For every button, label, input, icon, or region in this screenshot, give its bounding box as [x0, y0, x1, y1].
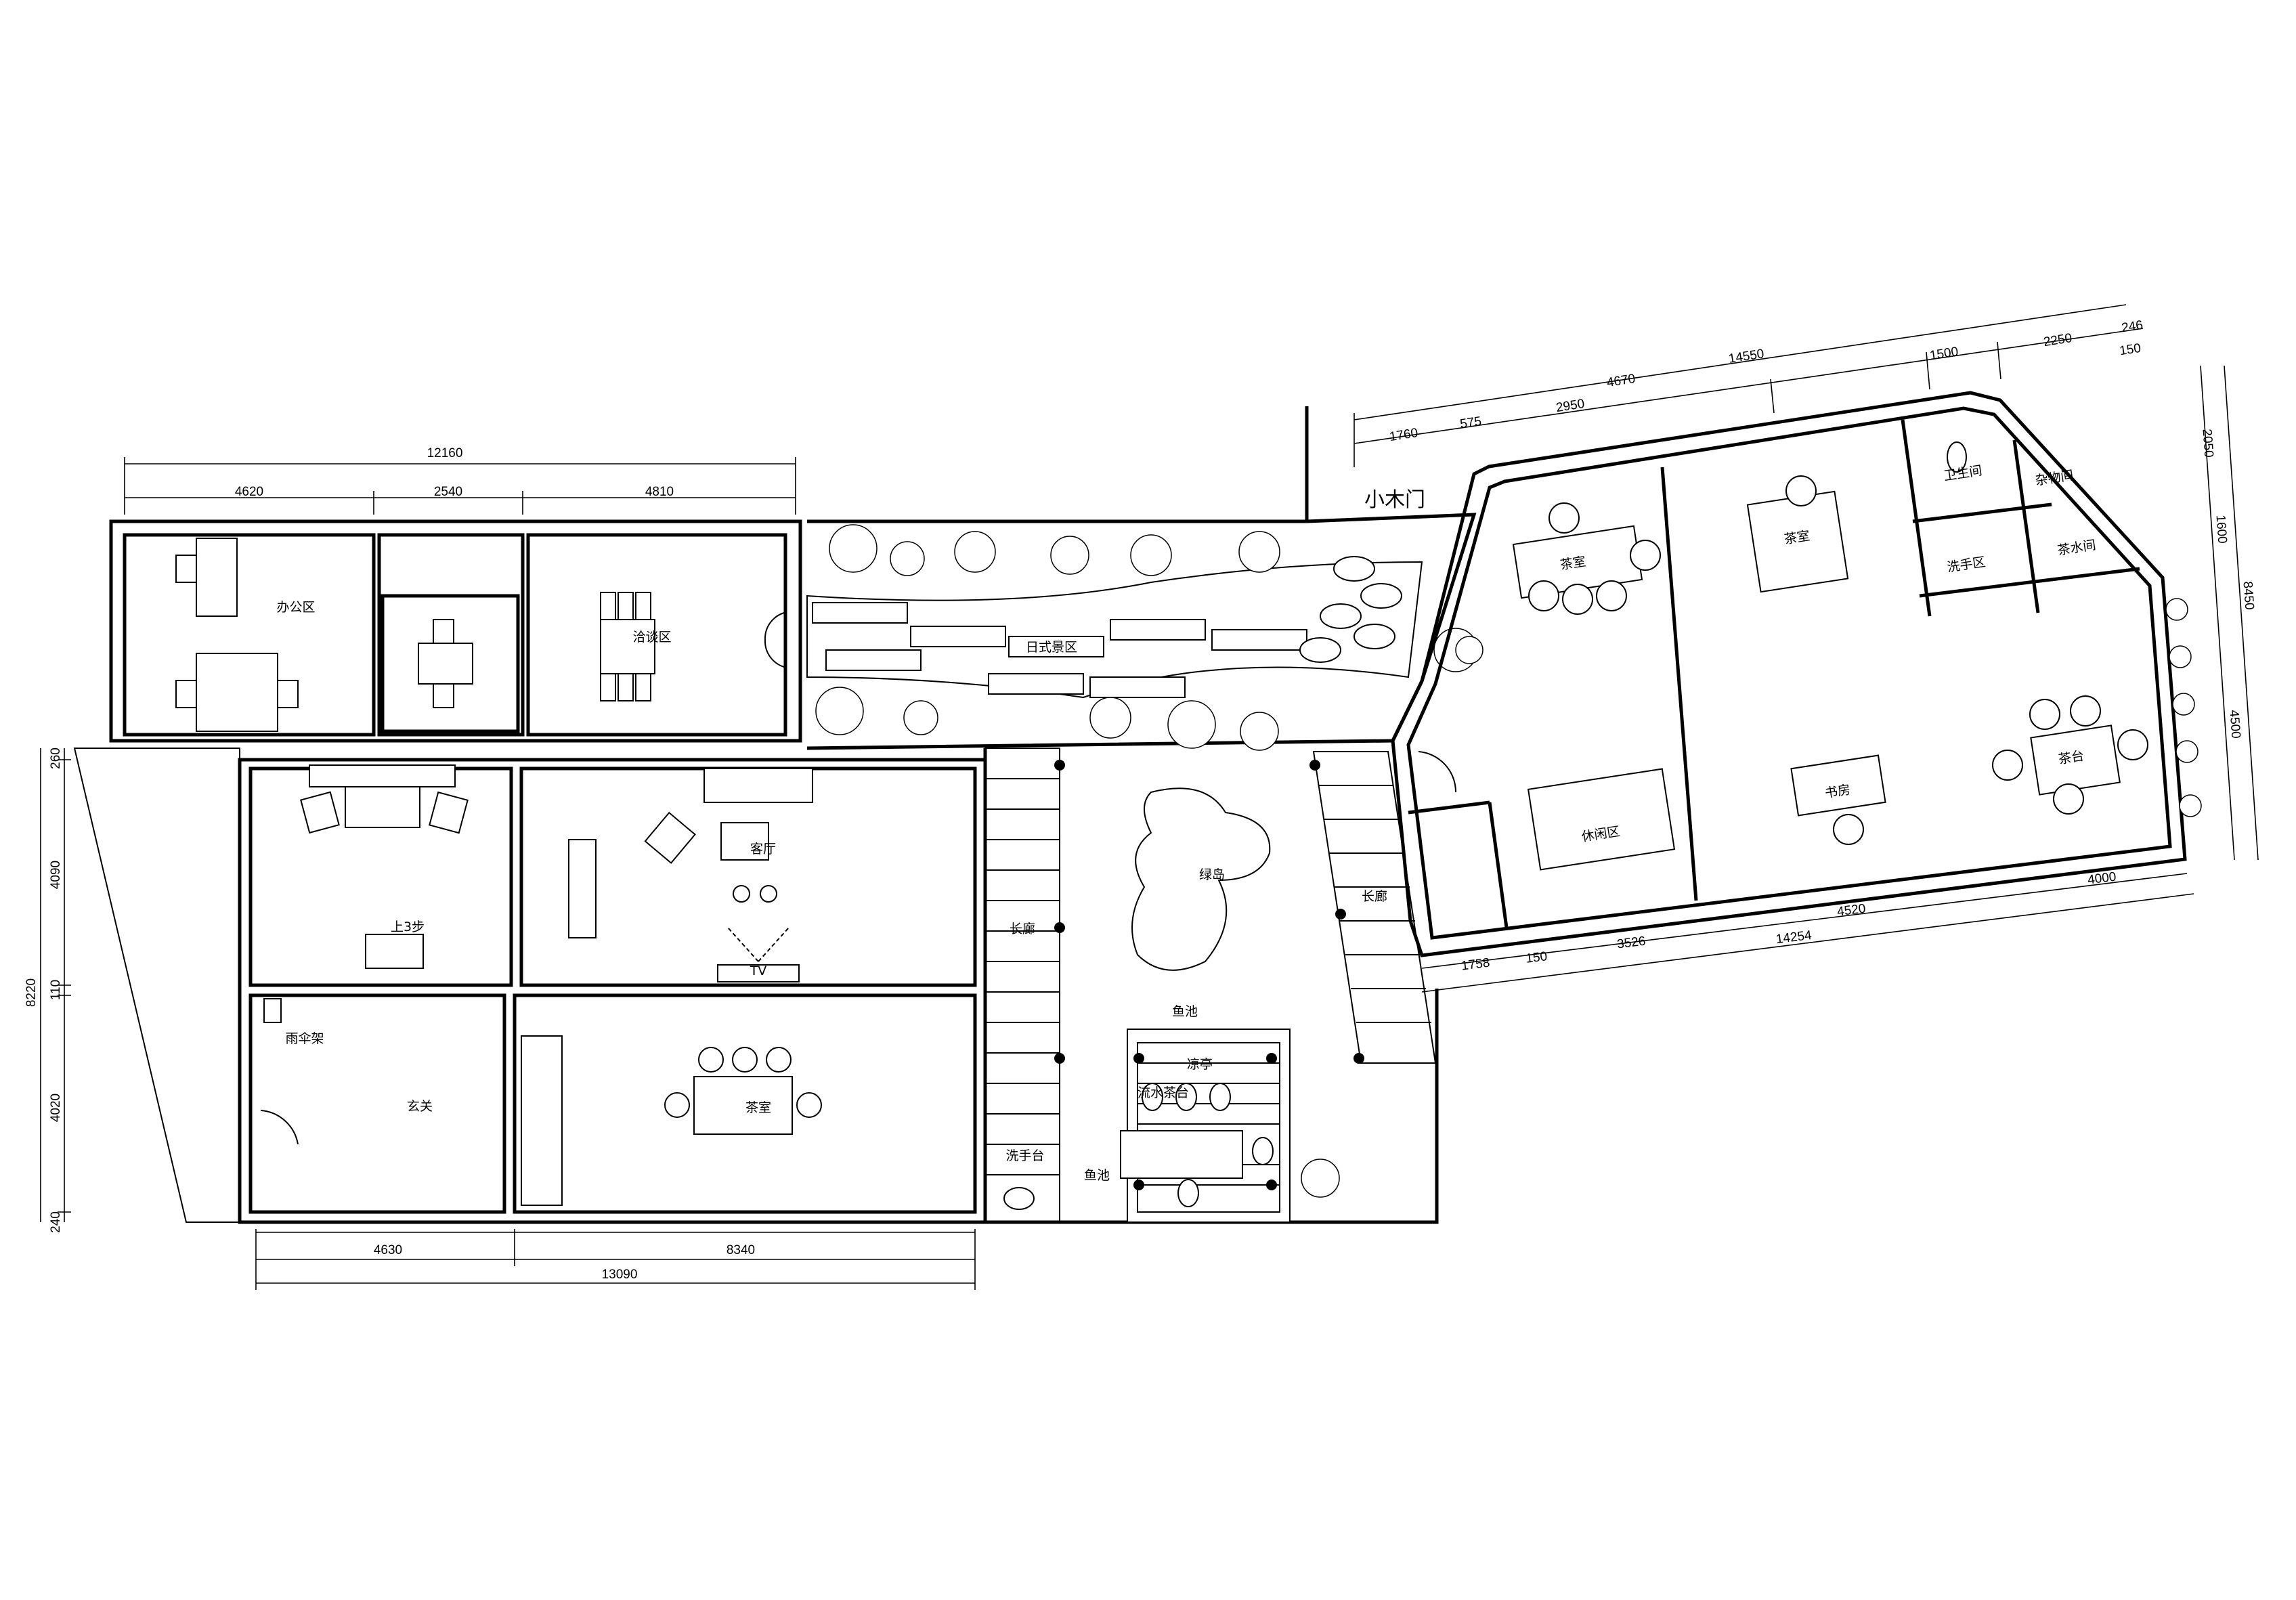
wash-basin-sink: [1003, 1187, 1035, 1210]
dim-text: 4090: [49, 861, 63, 889]
pavilion: [1120, 1029, 1291, 1223]
dimension-lines: [40, 304, 2259, 1290]
label-steps: 上3步: [391, 920, 425, 934]
corridor-right-boards: [1312, 751, 1437, 1064]
dim-text: 14550: [1727, 347, 1764, 366]
dim-text: 1600: [2213, 515, 2230, 544]
dim-text: 1758: [1460, 956, 1491, 974]
dim-text: 13090: [602, 1268, 638, 1282]
dim-text: 4520: [1836, 902, 1867, 920]
label-wash-area: 洗手区: [1946, 555, 1987, 575]
dim-text: 3526: [1616, 934, 1647, 952]
label-foyer: 玄关: [407, 1099, 433, 1114]
dim-text: 4630: [374, 1243, 402, 1257]
dim-text: 246: [2121, 318, 2144, 336]
dim-text: 2050: [2200, 429, 2216, 458]
dim-text: 575: [1459, 414, 1483, 432]
dim-text: 4670: [1606, 372, 1637, 390]
dim-text: 12160: [427, 446, 463, 460]
right-planters: [1455, 598, 2202, 817]
dim-text: 4500: [2227, 710, 2243, 739]
dim-text: 260: [49, 748, 63, 769]
label-tv: TV: [750, 964, 767, 978]
columns: [1054, 760, 1364, 1190]
dim-text: 8340: [727, 1243, 755, 1257]
green-island: [1131, 787, 1271, 971]
label-living-room: 客厅: [750, 842, 776, 857]
dim-text: 8220: [24, 978, 39, 1007]
trees: [815, 524, 1478, 751]
label-small-wooden-door: 小木门: [1364, 488, 1425, 512]
left-building: [238, 758, 987, 1224]
label-flowing-tea-table: 流水茶台: [1138, 1085, 1189, 1100]
dim-text: 2950: [1555, 397, 1586, 415]
dim-text: 4620: [235, 485, 263, 499]
label-negotiation: 洽谈区: [632, 630, 671, 645]
label-fish-pond-small: 鱼池: [1084, 1168, 1110, 1183]
right-building: [1391, 391, 2202, 957]
label-fish-pond: 鱼池: [1172, 1004, 1198, 1019]
corridor-left-boards: [984, 748, 1060, 1223]
dim-text: 8450: [2240, 581, 2257, 611]
label-japanese-garden: 日式景区: [1026, 640, 1077, 655]
dim-text: 1760: [1389, 426, 1419, 444]
dim-text: 2250: [2043, 331, 2073, 349]
dim-text: 2540: [434, 485, 462, 499]
dim-text: 4020: [49, 1094, 63, 1122]
courtyard: [983, 748, 1439, 1224]
label-pavilion: 凉亭: [1187, 1057, 1213, 1072]
label-tea-room: 茶室: [745, 1100, 771, 1115]
label-storage: 杂物间: [2034, 468, 2075, 488]
label-umbrella-rack: 雨伞架: [285, 1031, 324, 1046]
dim-text: 150: [1525, 949, 1548, 966]
dimension-texts: 12160 4620 2540 4810 4630 8340 13090 260…: [24, 318, 2256, 1282]
dim-text: 4810: [645, 485, 674, 499]
label-wash-basin: 洗手台: [1005, 1148, 1044, 1163]
label-pantry: 茶水间: [2056, 538, 2097, 558]
dim-text: 4000: [2087, 870, 2117, 888]
right-furniture: [1418, 441, 2148, 871]
office-block: [109, 519, 802, 743]
left-planting-strip: [73, 748, 240, 1223]
dim-text: 150: [2119, 341, 2142, 359]
label-office: 办公区: [276, 600, 315, 615]
japanese-garden: [806, 406, 1478, 751]
dim-text: 14254: [1775, 928, 1813, 947]
dim-text: 110: [49, 980, 63, 1000]
label-corridor-right: 长廊: [1362, 889, 1387, 904]
dim-text: 1500: [1929, 345, 1959, 363]
stepping-stones: [812, 556, 1402, 698]
flowing-tea-table: [1120, 1130, 1243, 1179]
label-corridor-left: 长廊: [1010, 922, 1035, 936]
label-green-island: 绿岛: [1199, 867, 1225, 882]
dim-text: 240: [49, 1211, 63, 1233]
